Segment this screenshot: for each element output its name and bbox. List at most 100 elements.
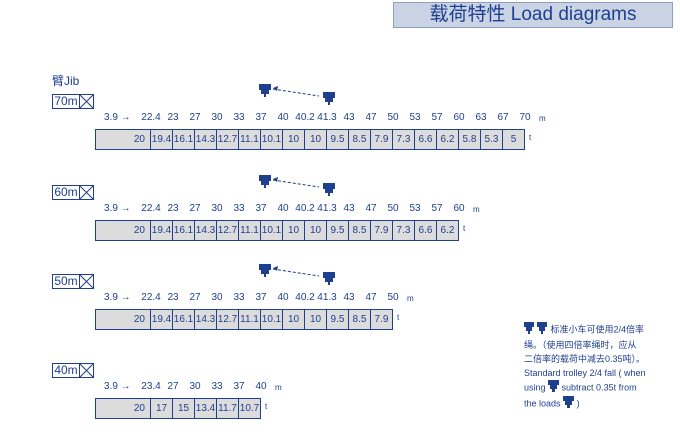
trolley-indicator (255, 175, 345, 197)
jib-length-label: 50m (52, 274, 80, 289)
radius-label: 33 (233, 292, 245, 303)
load-cell: 8.5 (349, 129, 371, 150)
trolley-note: 标准小车可使用2/4倍率 绳。（使用四倍率绳时，应从 二倍率的载荷中减去0.35… (524, 322, 674, 412)
radius-label: 40.2 (295, 292, 315, 303)
radius-label: 53 (409, 203, 421, 214)
radius-label: 41.3 (317, 203, 337, 214)
load-cell: 20 (95, 309, 151, 330)
note-en-line1: Standard trolley 2/4 fall ( when (524, 368, 646, 378)
load-cell: 10 (283, 129, 305, 150)
radius-start-label: 3.9 → (104, 112, 131, 123)
jib-length-tag: 60m (52, 185, 94, 200)
load-cell: 9.5 (327, 220, 349, 241)
load-cell: 10.1 (261, 220, 283, 241)
radius-unit-label: m (275, 383, 282, 392)
load-cell: 7.9 (371, 309, 393, 330)
trolley-pair-icon (524, 322, 548, 338)
radius-label: 43 (343, 112, 355, 123)
jib-length-tag: 50m (52, 274, 94, 289)
jib-heading: 臂Jib (52, 74, 80, 88)
trolley-two-fall-icon (563, 396, 575, 412)
load-unit-label: t (529, 133, 532, 142)
radius-label: 27 (189, 112, 201, 123)
load-unit-label: t (265, 402, 268, 411)
radius-unit-label: m (473, 205, 480, 214)
radius-label: 30 (211, 292, 223, 303)
load-cell: 5 (503, 129, 525, 150)
radius-label: 23 (167, 112, 179, 123)
radius-label: 33 (211, 381, 223, 392)
trolley-indicator (255, 264, 345, 286)
load-cell: 11.1 (239, 129, 261, 150)
load-cell: 5.8 (459, 129, 481, 150)
load-cell: 10 (283, 309, 305, 330)
jib-cross-icon (79, 185, 94, 200)
radius-label: 37 (255, 292, 267, 303)
load-cell: 7.9 (371, 129, 393, 150)
load-cell: 16.1 (173, 129, 195, 150)
radius-label: 40 (277, 112, 289, 123)
trolley-four-fall-icon (323, 183, 335, 196)
radius-label: 23.4 (141, 381, 161, 392)
arrow-head-icon (273, 86, 278, 91)
page-title: 载荷特性 Load diagrams (393, 2, 673, 28)
load-unit-label: t (463, 224, 466, 233)
radius-label: 57 (431, 112, 443, 123)
radius-start-label: 3.9 → (104, 203, 131, 214)
load-cell: 14.3 (195, 309, 217, 330)
radius-label: 67 (497, 112, 509, 123)
load-cell: 20 (95, 129, 151, 150)
radius-label: 23 (167, 292, 179, 303)
radius-unit-label: m (539, 114, 546, 123)
load-unit-label: t (397, 313, 400, 322)
load-cell: 20 (95, 398, 151, 419)
trolley-four-fall-icon (323, 92, 335, 105)
radius-label: 63 (475, 112, 487, 123)
load-cell: 9.5 (327, 309, 349, 330)
note-cn-line3: 二倍率的载荷中减去0.35吨）。 (524, 354, 646, 364)
radius-label: 30 (189, 381, 201, 392)
load-cell: 6.2 (437, 129, 459, 150)
jib-length-tag: 40m (52, 363, 94, 378)
load-cell: 8.5 (349, 309, 371, 330)
trolley-four-fall-icon (548, 380, 560, 396)
trolley-travel-arrow (272, 179, 320, 188)
load-cell: 10.7 (239, 398, 261, 419)
jib-cross-icon (79, 94, 94, 109)
load-cell: 14.3 (195, 220, 217, 241)
note-cn-line1: 标准小车可使用2/4倍率 (550, 324, 645, 335)
radius-label: 30 (211, 112, 223, 123)
radius-label: 27 (189, 203, 201, 214)
load-cell: 10 (305, 309, 327, 330)
load-cell: 11.7 (217, 398, 239, 419)
radius-label: 40 (277, 292, 289, 303)
radius-label: 27 (189, 292, 201, 303)
jib-cross-icon (79, 274, 94, 289)
trolley-two-fall-icon (259, 175, 271, 188)
load-cell: 10 (305, 129, 327, 150)
radius-label: 23 (167, 203, 179, 214)
radius-start-label: 3.9 → (104, 381, 131, 392)
trolley-two-fall-icon (259, 264, 271, 277)
load-cell: 10 (305, 220, 327, 241)
radius-label: 37 (255, 203, 267, 214)
load-cell: 15 (173, 398, 195, 419)
radius-unit-label: m (407, 294, 414, 303)
load-cell: 19.4 (151, 129, 173, 150)
radius-label: 33 (233, 203, 245, 214)
load-cell: 6.2 (437, 220, 459, 241)
load-cell: 8.5 (349, 220, 371, 241)
radius-label: 40.2 (295, 203, 315, 214)
load-cell: 12.7 (217, 220, 239, 241)
trolley-indicator (255, 355, 345, 377)
note-en-subtract: subtract 0.35t from (561, 382, 637, 393)
load-cell: 7.9 (371, 220, 393, 241)
jib-length-label: 60m (52, 185, 80, 200)
load-cell: 16.1 (173, 309, 195, 330)
load-cell: 13.4 (195, 398, 217, 419)
load-cell: 10.1 (261, 309, 283, 330)
